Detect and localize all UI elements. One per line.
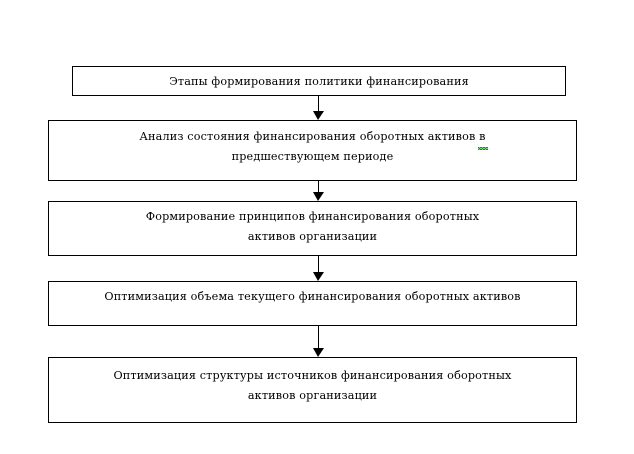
flow-node-stage-3-volume[interactable]: Оптимизация объема текущего финансирован… — [48, 281, 577, 326]
arrow-stem — [318, 181, 319, 194]
flow-node-line: предшествующем периоде — [231, 150, 394, 163]
flow-arrow-3-to-4 — [313, 326, 324, 358]
flow-node-line: Анализ состояния финансирования оборотны… — [49, 127, 576, 150]
flow-node-line-text: Анализ состояния финансирования оборотны… — [139, 130, 480, 143]
arrow-stem — [318, 96, 319, 113]
arrow-stem — [318, 256, 319, 274]
arrow-head-down-icon — [313, 348, 324, 357]
flow-node-line: Формирование принципов финансирования об… — [145, 210, 480, 223]
flow-node-line: Оптимизация объема текущего финансирован… — [104, 290, 521, 303]
flow-node-stage-1-analysis[interactable]: Анализ состояния финансирования оборотны… — [48, 120, 577, 181]
flow-node-line: активов организации — [247, 230, 378, 243]
flow-node-line: Этапы формирования политики финансирован… — [169, 75, 469, 88]
arrow-head-down-icon — [313, 272, 324, 281]
flow-arrow-1-to-2 — [313, 181, 324, 202]
flow-node-stage-header[interactable]: Этапы формирования политики финансирован… — [72, 66, 566, 96]
spellcheck-flagged-word: в — [478, 127, 489, 150]
flow-node-line: Оптимизация структуры источников финанси… — [113, 369, 512, 382]
flow-arrow-header-to-1 — [313, 96, 324, 121]
flow-node-stage-2-principles[interactable]: Формирование принципов финансирования об… — [48, 201, 577, 256]
flow-node-stage-4-structure[interactable]: Оптимизация структуры источников финанси… — [48, 357, 577, 423]
flow-node-line: активов организации — [247, 389, 378, 402]
arrow-stem — [318, 326, 319, 350]
arrow-head-down-icon — [313, 192, 324, 201]
flow-arrow-2-to-3 — [313, 256, 324, 282]
arrow-head-down-icon — [313, 111, 324, 120]
